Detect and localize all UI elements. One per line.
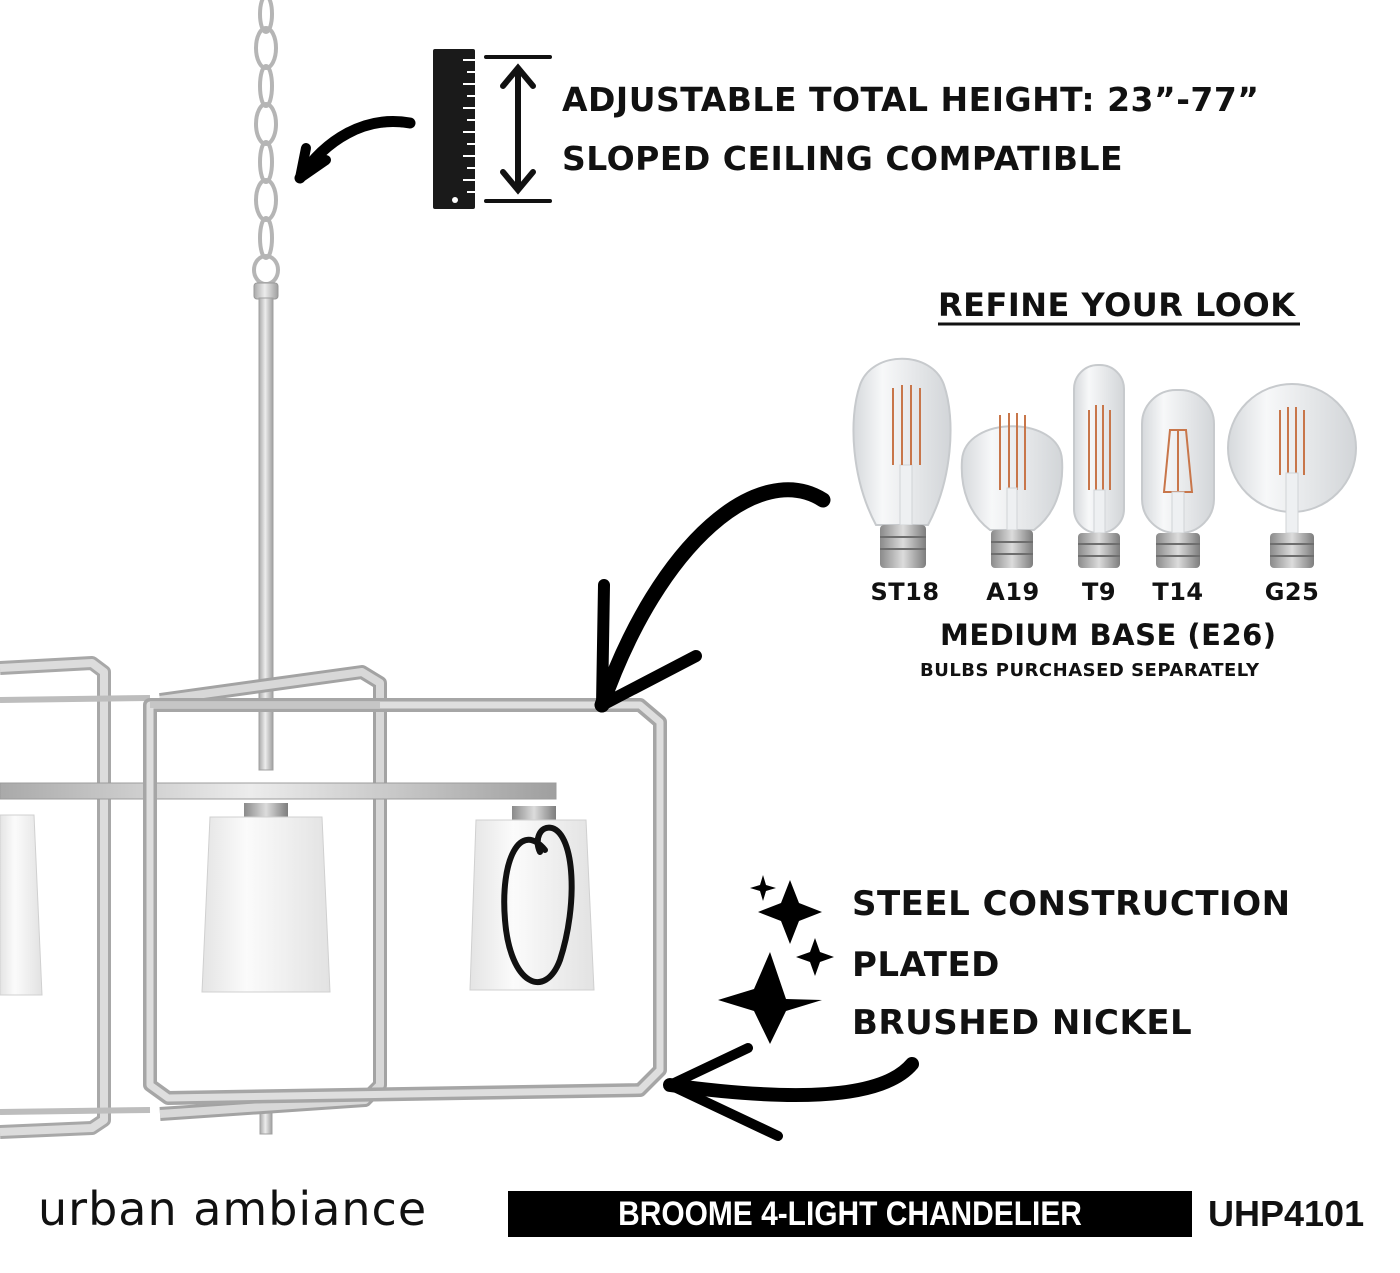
curved-arrow-icon bbox=[663, 1043, 919, 1141]
bulb-t14-icon bbox=[1141, 389, 1215, 568]
glass-shades bbox=[0, 803, 595, 996]
crossbar bbox=[0, 782, 557, 800]
ruler-icon bbox=[433, 49, 475, 209]
feature-plated: PLATED bbox=[852, 945, 1000, 985]
height-info-line-1: ADJUSTABLE TOTAL HEIGHT: 23”-77” bbox=[562, 80, 1260, 119]
curved-arrow-icon bbox=[294, 116, 416, 184]
bulbs bbox=[852, 357, 1357, 568]
bulb-label-a19: A19 bbox=[986, 578, 1040, 606]
bulb-label-t14: T14 bbox=[1152, 578, 1204, 606]
down-rod bbox=[253, 282, 279, 1135]
refine-title: REFINE YOUR LOOK bbox=[938, 286, 1296, 324]
frame-back bbox=[0, 656, 387, 1139]
bulb-label-st18: ST18 bbox=[870, 578, 940, 606]
brand-logo: urban ambiance bbox=[38, 1182, 428, 1236]
height-info-line-2: SLOPED CEILING COMPATIBLE bbox=[562, 139, 1124, 178]
feature-steel: STEEL CONSTRUCTION bbox=[852, 884, 1291, 924]
product-name-bar: BROOME 4-LIGHT CHANDELIER bbox=[508, 1191, 1192, 1237]
double-arrow-icon bbox=[484, 55, 552, 203]
product-name: BROOME 4-LIGHT CHANDELIER bbox=[618, 1195, 1082, 1233]
bulb-g25-icon bbox=[1227, 383, 1357, 568]
sparkle-icon bbox=[718, 875, 834, 1044]
bulb-t9-icon bbox=[1073, 364, 1125, 568]
bulbs-note: BULBS PURCHASED SEPARATELY bbox=[920, 660, 1260, 681]
base-type: MEDIUM BASE (E26) bbox=[940, 618, 1277, 652]
bulb-label-t9: T9 bbox=[1081, 578, 1117, 606]
bulb-label-g25: G25 bbox=[1264, 578, 1320, 606]
curved-arrow-icon bbox=[594, 482, 831, 713]
frame-front bbox=[143, 698, 667, 1105]
bulb-a19-icon bbox=[960, 413, 1064, 568]
feature-finish: BRUSHED NICKEL bbox=[852, 1003, 1193, 1043]
bulb-st18-icon bbox=[852, 357, 952, 568]
chain bbox=[252, 0, 280, 286]
model-number: UHP4101 bbox=[1208, 1193, 1365, 1234]
